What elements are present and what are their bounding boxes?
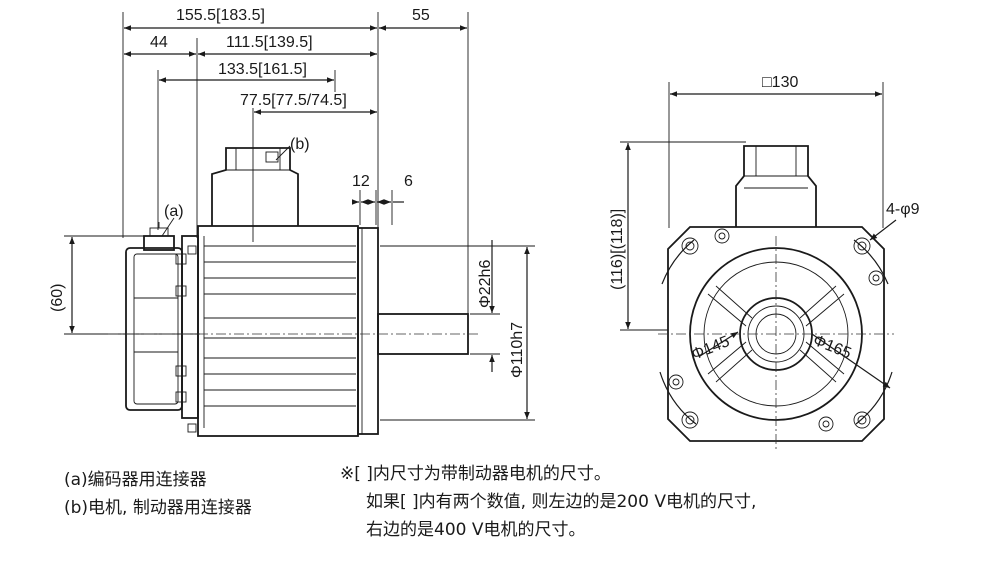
dim-mounting-holes: 4-φ9 — [886, 201, 920, 218]
note-400v: 右边的是400 V电机的尺寸。 — [366, 520, 586, 540]
square-flange — [667, 226, 885, 442]
dim-pitch-165: Φ165 — [811, 332, 854, 363]
motor-body — [108, 147, 480, 437]
front-view: □130 (116)[(118)] 4-φ9 Φ145 Φ165 — [609, 74, 920, 452]
note-two-values: 如果[ ]内有两个数值, 则左边的是200 V电机的尺寸, — [366, 492, 757, 512]
dim-encoder-length: 44 — [150, 34, 168, 51]
dim-flange-square: □130 — [762, 74, 798, 91]
extension-lines — [122, 12, 469, 320]
dim-spigot-depth: 6 — [404, 173, 413, 190]
dim-overall-length: 155.5[183.5] — [176, 7, 265, 24]
dim-encoder-height: (60) — [49, 284, 66, 312]
note-brake-dimensions: ※[ ]内尺寸为带制动器电机的尺寸。 — [340, 464, 611, 484]
callout-motor-connector: (b) — [290, 136, 310, 153]
dim-connector-position: 77.5[77.5/74.5] — [240, 92, 347, 109]
callout-encoder-connector: (a) — [164, 203, 184, 220]
dim-flange-thickness: 12 — [352, 173, 370, 190]
dim-shaft-diameter: Φ22h6 — [477, 260, 494, 308]
dimension-lines — [64, 25, 535, 421]
mounting-holes — [668, 228, 884, 432]
legend-encoder-connector: (a)编码器用连接器 — [64, 470, 207, 490]
callout-leaders — [161, 145, 291, 237]
dim-shaft-length: 55 — [412, 7, 430, 24]
front-connector — [735, 145, 817, 227]
dim-body-length: 111.5[139.5] — [226, 34, 313, 51]
dim-spigot-diameter: Φ110h7 — [509, 322, 526, 378]
dim-front-height: (116)[(118)] — [609, 209, 626, 290]
notes: ※[ ]内尺寸为带制动器电机的尺寸。 如果[ ]内有两个数值, 则左边的是200… — [340, 460, 756, 544]
dim-connector-offset: 133.5[161.5] — [218, 61, 307, 78]
side-view: 155.5[183.5] 55 44 111.5[139.5] 133.5[16… — [49, 7, 535, 437]
legend: (a)编码器用连接器 (b)电机, 制动器用连接器 — [64, 466, 252, 522]
legend-motor-brake-connector: (b)电机, 制动器用连接器 — [64, 498, 252, 518]
